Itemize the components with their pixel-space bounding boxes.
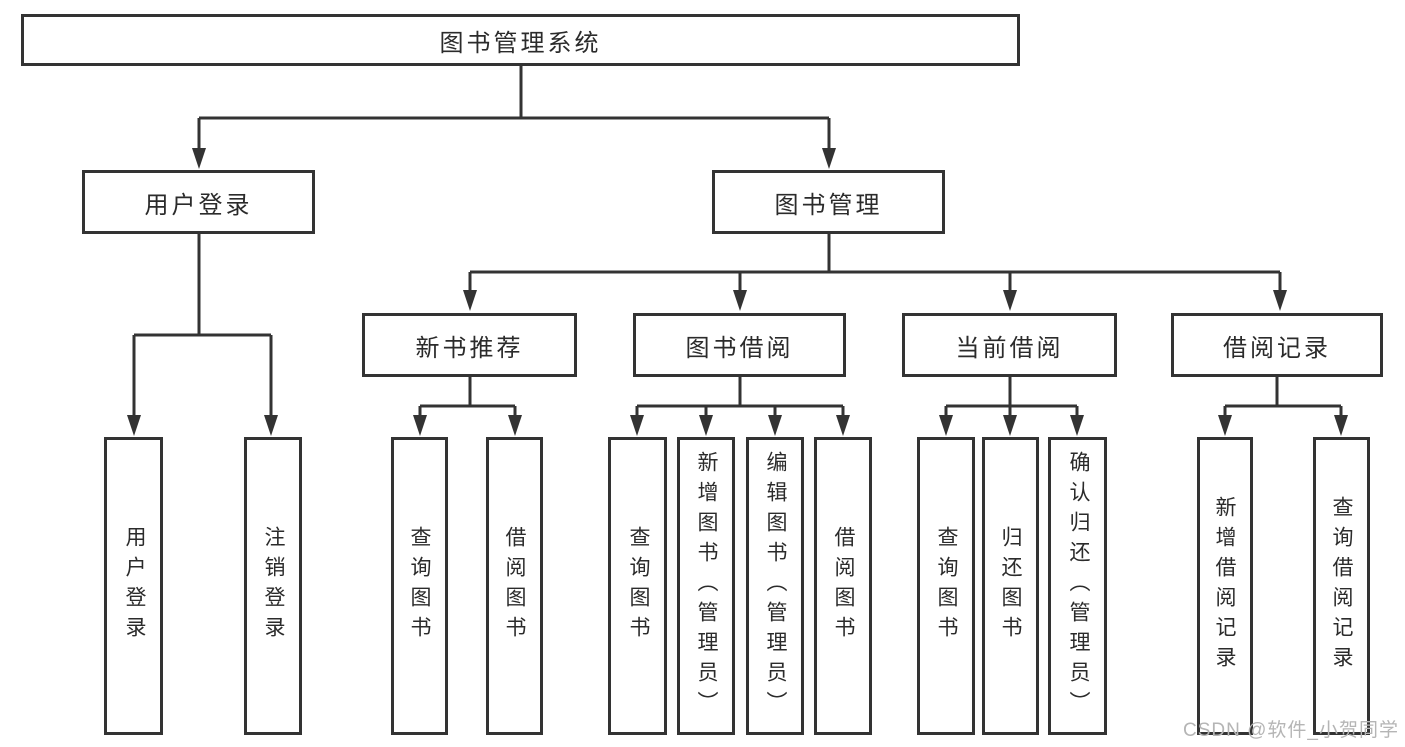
leaf-user-login: 用户登录 [104, 437, 163, 735]
leaf-edit-books-admin: 编辑图书（管理员） [746, 437, 804, 735]
node-borrow-records: 借阅记录 [1171, 313, 1383, 377]
node-new-book-recommend: 新书推荐 [362, 313, 577, 377]
leaf-borrow-query-books: 查询图书 [608, 437, 667, 735]
leaf-borrow-books: 借阅图书 [814, 437, 872, 735]
leaf-add-borrow-record: 新增借阅记录 [1197, 437, 1253, 735]
node-current-borrow: 当前借阅 [902, 313, 1117, 377]
leaf-logout: 注销登录 [244, 437, 302, 735]
node-user-login: 用户登录 [82, 170, 315, 234]
leaf-add-books-admin: 新增图书（管理员） [677, 437, 735, 735]
node-root-library-system: 图书管理系统 [21, 14, 1020, 66]
leaf-recommend-query-books: 查询图书 [391, 437, 448, 735]
node-book-management: 图书管理 [712, 170, 945, 234]
node-book-borrow: 图书借阅 [633, 313, 846, 377]
leaf-query-borrow-record: 查询借阅记录 [1313, 437, 1370, 735]
leaf-recommend-borrow-books: 借阅图书 [486, 437, 543, 735]
leaf-confirm-return-admin: 确认归还（管理员） [1048, 437, 1107, 735]
leaf-return-books: 归还图书 [982, 437, 1039, 735]
csdn-watermark: CSDN @软件_小贺同学 [1183, 720, 1399, 741]
leaf-current-query-books: 查询图书 [917, 437, 975, 735]
